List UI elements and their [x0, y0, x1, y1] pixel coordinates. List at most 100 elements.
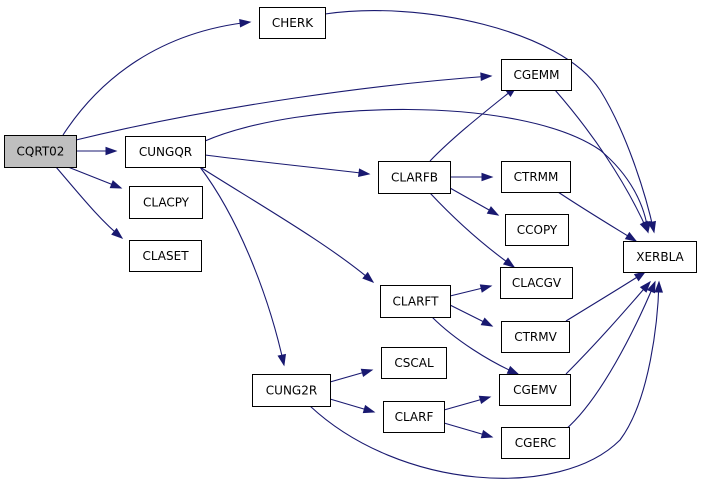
node-clarft[interactable]: CLARFT: [380, 285, 451, 318]
node-box: [505, 214, 569, 246]
node-cherk[interactable]: CHERK: [259, 7, 326, 39]
edge-cungqr-to-cung2r: [199, 166, 286, 367]
node-box: [499, 374, 571, 406]
arrowhead: [109, 180, 123, 189]
edge-cqrt02-to-claset: [55, 166, 124, 239]
edge-clarf-to-cgerc: [443, 422, 494, 439]
edge-line: [565, 271, 646, 322]
edge-cqrt02-to-cherk: [62, 18, 252, 136]
edge-line: [554, 89, 649, 233]
node-claset[interactable]: CLASET: [129, 240, 202, 272]
node-box: [623, 241, 697, 273]
edge-ctrmv-to-xerbla: [565, 271, 647, 322]
node-label: CGEMV: [513, 383, 558, 397]
edge-cungqr-to-xerbla: [204, 108, 651, 234]
node-cungqr[interactable]: CUNGQR: [125, 136, 206, 168]
node-clacgv[interactable]: CLACGV: [500, 267, 573, 299]
edge-cgemv-to-xerbla: [565, 280, 651, 375]
node-cqrt02[interactable]: CQRT02: [4, 135, 77, 168]
node-label: CLACGV: [512, 276, 562, 290]
edge-clarf-to-cgemv: [443, 395, 492, 411]
node-ctrmm[interactable]: CTRMM: [501, 161, 571, 193]
node-label: CLARFB: [391, 171, 438, 185]
edge-clarfb-to-ctrmm: [450, 172, 494, 182]
arrowhead: [479, 284, 493, 293]
node-label: CTRMV: [514, 330, 557, 344]
edge-cungqr-to-clarft: [199, 166, 375, 283]
edge-cung2r-to-cscal: [329, 368, 374, 383]
edge-line: [199, 166, 285, 366]
edge-clarft-to-cgemv: [431, 316, 520, 375]
edge-line: [75, 75, 492, 141]
edge-clarfb-to-clacgv: [429, 192, 516, 268]
node-cung2r[interactable]: CUNG2R: [252, 374, 331, 407]
arrowhead: [239, 18, 252, 28]
arrowhead: [105, 146, 118, 156]
node-xerbla[interactable]: XERBLA: [623, 241, 697, 273]
node-clarf[interactable]: CLARF: [383, 401, 445, 433]
edge-line: [204, 154, 370, 175]
edge-cqrt02-to-cgemm: [75, 72, 493, 141]
edge-line: [204, 108, 649, 233]
node-box: [500, 267, 573, 299]
node-label: CUNGQR: [139, 145, 192, 159]
node-cgerc[interactable]: CGERC: [501, 427, 570, 459]
arrowhead: [111, 227, 124, 239]
edge-cungqr-to-clarfb: [204, 154, 371, 178]
arrowhead: [362, 271, 375, 283]
node-clacpy[interactable]: CLACPY: [129, 186, 203, 219]
node-box: [125, 136, 206, 168]
node-cgemm[interactable]: CGEMM: [501, 59, 572, 91]
node-label: CLACPY: [143, 196, 190, 210]
edge-layer: [55, 10, 663, 479]
node-label: CGEMM: [514, 68, 560, 82]
node-cgemv[interactable]: CGEMV: [499, 374, 571, 406]
edge-line: [564, 281, 656, 431]
edge-clarfb-to-ccopy: [449, 187, 500, 216]
arrowhead: [624, 231, 638, 242]
edge-line: [565, 281, 651, 375]
node-box: [501, 321, 570, 353]
arrowhead: [478, 395, 492, 405]
edge-line: [55, 166, 123, 239]
arrowhead: [481, 172, 494, 182]
node-label: CLASET: [142, 249, 189, 263]
arrowhead: [362, 404, 376, 414]
node-cscal[interactable]: CSCAL: [381, 347, 447, 379]
arrowhead: [639, 280, 651, 293]
arrowhead: [480, 72, 493, 82]
arrowhead: [506, 365, 520, 375]
edge-line: [429, 86, 517, 162]
edge-line: [324, 10, 655, 233]
edge-line: [62, 21, 251, 136]
node-label: CHERK: [272, 16, 314, 30]
edge-cqrt02-to-clacpy: [67, 166, 123, 189]
arrowhead: [502, 257, 516, 268]
edge-cung2r-to-xerbla: [309, 280, 663, 479]
node-box: [501, 161, 571, 193]
node-label: CUNG2R: [266, 384, 317, 398]
node-label: CLARF: [395, 410, 434, 424]
arrowhead: [486, 206, 500, 216]
node-box: [378, 161, 451, 194]
node-ctrmv[interactable]: CTRMV: [501, 321, 570, 353]
node-box: [252, 374, 331, 407]
node-box: [129, 240, 202, 272]
arrowhead: [654, 280, 663, 293]
node-clarfb[interactable]: CLARFB: [378, 161, 451, 194]
node-box: [501, 59, 572, 91]
edge-line: [429, 192, 515, 268]
edge-clarft-to-clacgv: [449, 284, 493, 297]
arrowhead: [360, 368, 374, 378]
arrowhead: [277, 353, 286, 367]
edge-cqrt02-to-cungqr: [76, 146, 118, 156]
node-ccopy[interactable]: CCOPY: [505, 214, 569, 246]
edge-clarfb-to-cgemm: [429, 86, 518, 162]
node-label: CSCAL: [394, 356, 434, 370]
arrowhead: [642, 221, 651, 234]
node-box: [4, 135, 77, 168]
edge-cgerc-to-xerbla: [564, 280, 656, 431]
edge-line: [199, 166, 374, 283]
node-box: [383, 401, 445, 433]
